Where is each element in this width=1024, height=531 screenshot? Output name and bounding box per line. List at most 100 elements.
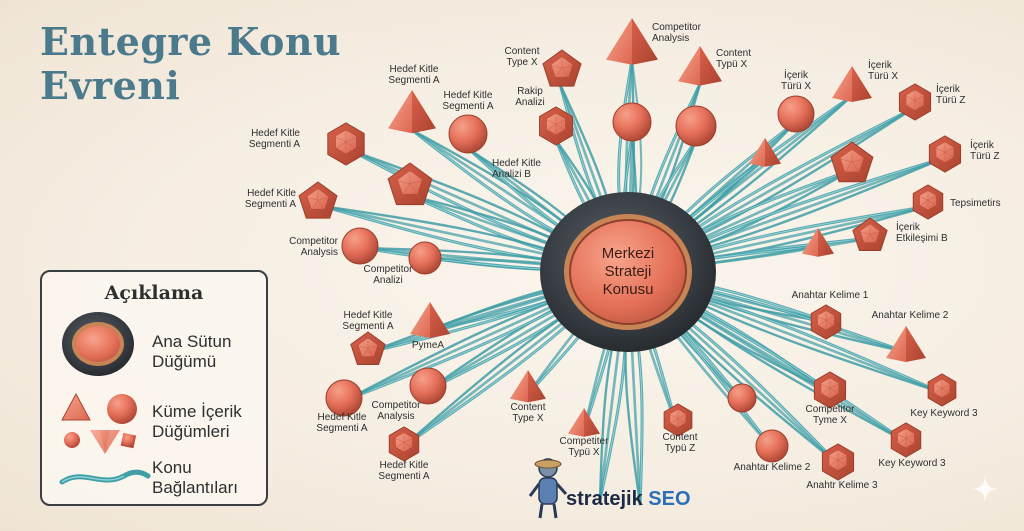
- pyramid-face-left: [410, 302, 430, 338]
- cluster-node: [813, 371, 847, 409]
- pyramid-face-left: [606, 18, 632, 65]
- cluster-node: [298, 181, 338, 219]
- gem-edge: [825, 313, 841, 321]
- gem-edge: [539, 123, 557, 136]
- pyramid-face-right: [906, 326, 926, 362]
- cluster-node: [810, 304, 842, 340]
- gem-edge: [367, 344, 386, 349]
- cluster-node: [341, 227, 379, 265]
- gem-edge: [859, 234, 871, 251]
- pyramid-face-left: [802, 228, 818, 257]
- gem-edge: [899, 99, 916, 112]
- node-label: Key Keyword 3: [910, 408, 978, 419]
- gem-edge: [929, 151, 946, 164]
- cluster-node: [749, 138, 781, 167]
- sphere-node: [341, 227, 379, 265]
- gem-edge: [811, 313, 827, 321]
- sphere-node: [409, 367, 447, 405]
- cluster-node: [410, 302, 450, 338]
- legend-cluster-icon: [61, 392, 137, 454]
- gem-edge: [891, 431, 907, 439]
- cluster-node: [890, 422, 922, 458]
- gem-edge: [555, 116, 573, 125]
- pyramid-face-right: [430, 302, 450, 338]
- cluster-node: [802, 228, 834, 257]
- gem-edge: [677, 411, 692, 419]
- pyramid-face-left: [832, 66, 852, 102]
- gem-edge: [555, 123, 573, 136]
- gem-edge: [941, 388, 957, 399]
- brand-logo: stratejik SEO: [528, 450, 696, 520]
- gem-edge: [913, 193, 929, 201]
- legend-title: Açıklama: [104, 282, 204, 304]
- gem-edge: [811, 320, 827, 331]
- gem-edge: [396, 183, 411, 205]
- sphere-node: [448, 114, 488, 154]
- pyramid-face-right: [700, 46, 722, 86]
- node-label: Anahtr Kelime 3: [806, 480, 878, 491]
- cluster-node: [777, 95, 815, 133]
- legend-link-icon: [59, 469, 151, 485]
- gem-edge: [409, 183, 424, 205]
- mascot-icon: [528, 458, 568, 519]
- cluster-node: [350, 331, 386, 366]
- gem-edge: [409, 178, 432, 184]
- gem-edge: [389, 442, 405, 453]
- gem-edge: [677, 418, 693, 429]
- cluster-node: [898, 83, 932, 121]
- cluster-node: [409, 367, 447, 405]
- cluster-node: [542, 49, 582, 87]
- cluster-node: [325, 379, 363, 417]
- gem-edge: [814, 380, 831, 389]
- gem-edge: [822, 459, 839, 472]
- gem-edge: [869, 230, 888, 235]
- gem-edge: [899, 92, 916, 101]
- gem-edge: [829, 380, 846, 389]
- gem-edge: [929, 144, 946, 153]
- cluster-node: [539, 106, 573, 146]
- sphere-node: [612, 102, 652, 142]
- gem-edge: [298, 195, 319, 201]
- cluster-node: [388, 90, 436, 134]
- pyramid-face-right: [852, 66, 872, 102]
- pyramid-face-right: [632, 18, 658, 65]
- gem-edge: [350, 344, 369, 349]
- gem-edge: [927, 193, 943, 201]
- gem-edge: [927, 200, 943, 211]
- gem-edge: [389, 435, 405, 443]
- gem-edge: [561, 63, 582, 69]
- cluster-nodes: [298, 18, 962, 481]
- gem-edge: [561, 67, 575, 87]
- gem-edge: [914, 92, 931, 101]
- brand-name-part1: stratejik: [566, 488, 643, 510]
- sparkle-icon: [972, 476, 998, 502]
- gem-edge: [837, 452, 854, 461]
- gem-edge: [539, 116, 557, 125]
- gem-edge: [941, 381, 956, 389]
- gem-edge: [869, 234, 881, 251]
- gem-edge: [822, 452, 839, 461]
- cluster-node: [830, 141, 874, 183]
- gem-edge: [345, 133, 365, 143]
- cluster-node: [510, 370, 546, 403]
- cluster-node: [727, 383, 757, 413]
- cluster-node: [327, 122, 365, 166]
- cluster-node: [388, 426, 420, 462]
- gem-edge: [663, 418, 679, 429]
- gem-edge: [317, 199, 331, 219]
